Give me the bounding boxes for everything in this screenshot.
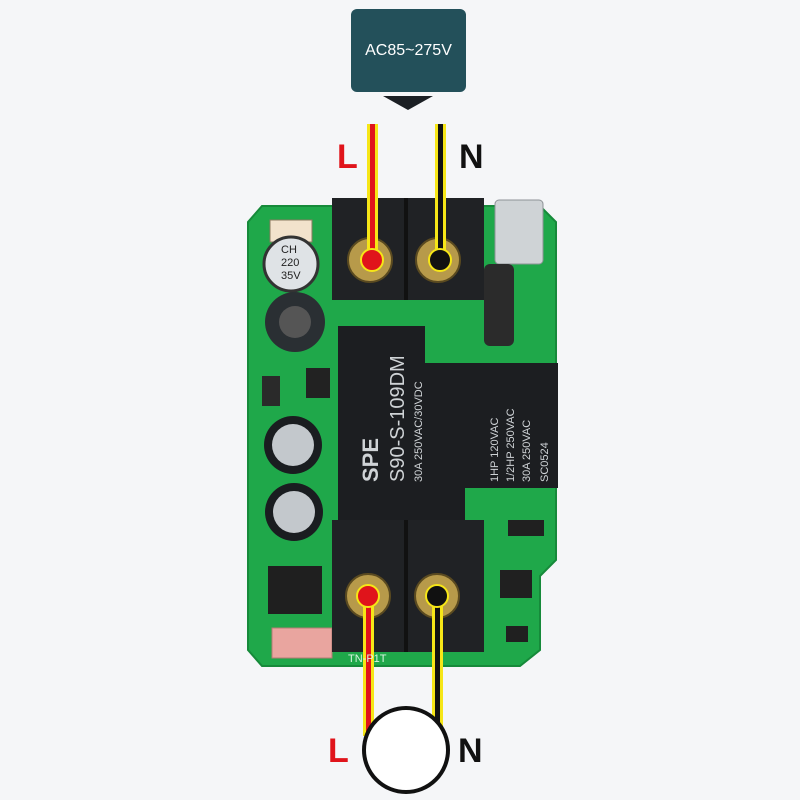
relay-spec3: 30A 250VAC xyxy=(521,420,533,482)
chip xyxy=(306,368,330,398)
live-dot-top xyxy=(360,248,384,272)
terminal-divider xyxy=(404,198,408,300)
live-label-top: L xyxy=(337,138,358,176)
relay-spec2: 1/2HP 250VAC xyxy=(505,408,517,482)
capacitor-middle-top xyxy=(272,424,314,466)
board-label: TN-P1T xyxy=(348,653,387,665)
relay-model: S90-S-109DM xyxy=(387,355,409,482)
supply-voltage-label: AC85~275V xyxy=(365,41,452,59)
fuse xyxy=(271,627,333,659)
supply-voltage-box: AC85~275V xyxy=(351,9,466,92)
transistor xyxy=(506,626,528,642)
neutral-dot-bottom xyxy=(425,584,449,608)
live-label-bottom: L xyxy=(328,732,349,770)
crystal xyxy=(494,199,544,265)
antenna-coil xyxy=(484,264,514,346)
neutral-label-top: N xyxy=(459,138,484,176)
live-wire-top xyxy=(370,124,375,262)
diode xyxy=(262,376,280,406)
cap-line3: 35V xyxy=(281,270,301,282)
relay-spec1: 1HP 120VAC xyxy=(489,418,501,482)
relay-brand: SPE xyxy=(358,438,383,482)
cap-line2: 220 xyxy=(281,257,299,269)
relay-rating: 30A 250VAC/30VDC xyxy=(413,381,425,482)
bridge-rectifier xyxy=(268,566,322,614)
live-dot-bottom xyxy=(356,584,380,608)
capacitor-lower-top xyxy=(273,491,315,533)
relay xyxy=(338,326,558,520)
cap-line1: CH xyxy=(281,244,297,256)
live-wire-bottom xyxy=(366,596,371,736)
inductor-core xyxy=(279,306,311,338)
arrow-down-icon xyxy=(383,96,433,110)
neutral-wire-top xyxy=(438,124,443,262)
relay-code: SC0524 xyxy=(539,442,551,482)
load-bulb xyxy=(362,706,450,794)
diode-right xyxy=(508,520,544,536)
neutral-label-bottom: N xyxy=(458,732,483,770)
ic-chip xyxy=(500,570,532,598)
terminal-divider xyxy=(404,520,408,652)
capacitor-top xyxy=(262,235,320,293)
neutral-wire-bottom xyxy=(435,596,440,736)
neutral-dot-top xyxy=(428,248,452,272)
